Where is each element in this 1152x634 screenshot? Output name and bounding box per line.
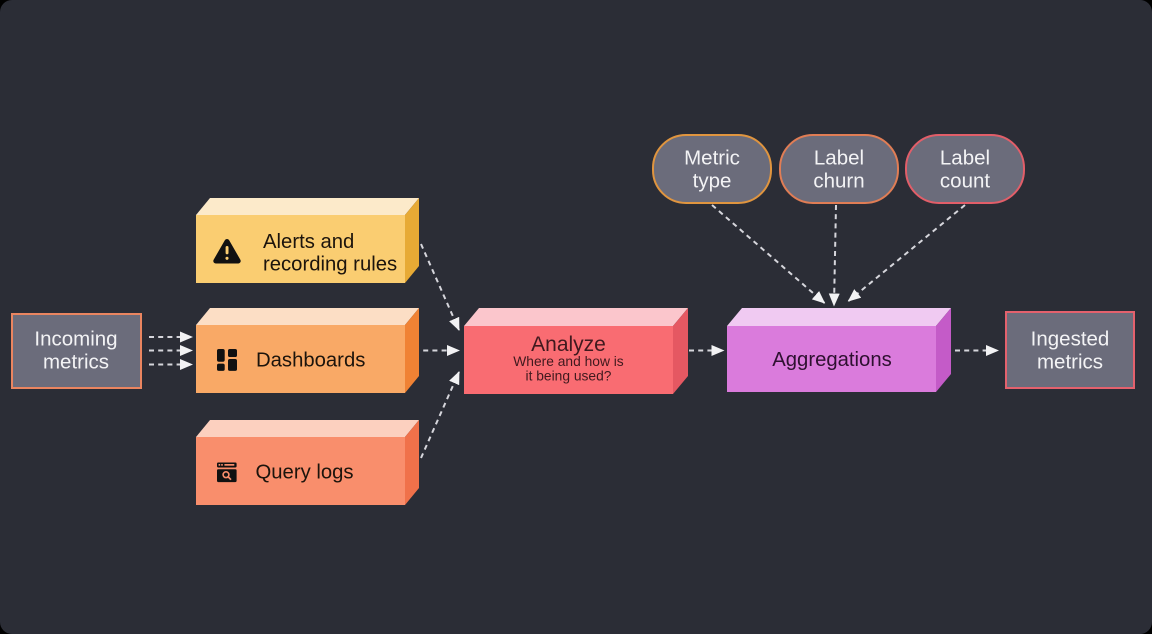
svg-text:type: type	[693, 170, 732, 193]
svg-text:count: count	[940, 170, 990, 193]
svg-text:it being used?: it being used?	[526, 369, 612, 384]
svg-text:Incoming: Incoming	[34, 328, 117, 351]
svg-text:churn: churn	[813, 170, 864, 193]
svg-text:Analyze: Analyze	[531, 333, 606, 356]
svg-text:Query logs: Query logs	[256, 462, 354, 484]
svg-text:metrics: metrics	[1037, 351, 1103, 374]
svg-text:Aggregations: Aggregations	[772, 349, 892, 371]
svg-text:recording rules: recording rules	[263, 254, 397, 276]
svg-text:Alerts and: Alerts and	[263, 231, 354, 253]
svg-text:Ingested: Ingested	[1031, 328, 1110, 351]
svg-text:Metric: Metric	[684, 147, 740, 170]
svg-text:Where and how is: Where and how is	[513, 354, 624, 369]
svg-text:metrics: metrics	[43, 351, 109, 374]
svg-text:Label: Label	[814, 147, 864, 170]
svg-text:Dashboards: Dashboards	[256, 350, 365, 372]
svg-text:Label: Label	[940, 147, 990, 170]
